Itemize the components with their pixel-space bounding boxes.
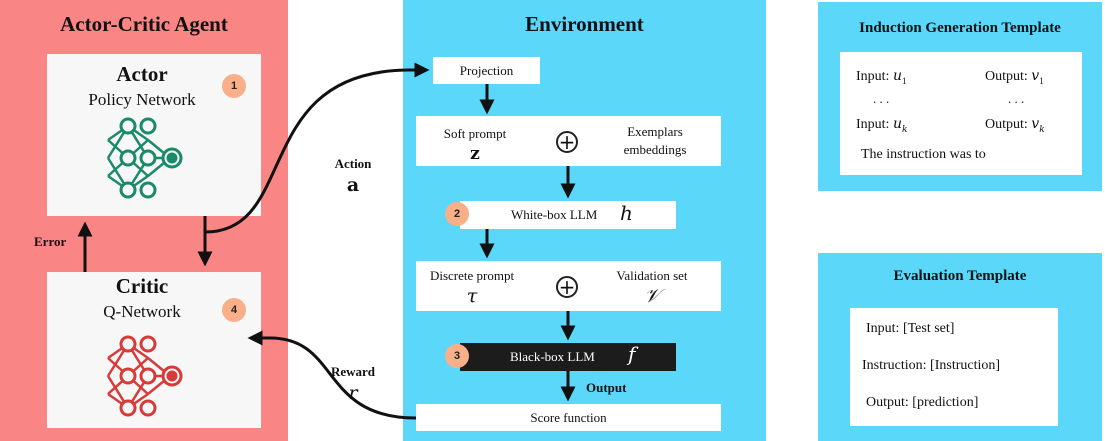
evaluation-line-1: Input: [Test set] [866,321,955,336]
reward-arrow [247,330,417,420]
output-label: Output [586,380,627,395]
validation-symbol: 𝒱 [644,285,660,307]
discrete-prompt-label: Discrete prompt [429,268,515,283]
agent-title: Actor-Critic Agent [60,12,228,36]
induction-dots-right: . . . [1008,91,1025,106]
exemplars-label-1: Exemplars [627,124,683,139]
actor-network-icon [106,117,183,199]
error-label: Error [34,234,67,249]
induction-input-k: Input: uk [856,116,908,135]
induction-template-title: Induction Generation Template [859,20,1061,36]
reward-symbol: r [348,382,358,404]
evaluation-line-3: Output: [prediction] [866,395,979,410]
white-box-llm-symbol: h [620,201,633,225]
discrete-prompt-symbol: τ [466,285,478,307]
validation-label: Validation set [616,268,688,283]
soft-prompt-symbol: z [470,144,480,164]
induction-output-1: Output: v1 [985,68,1044,86]
actor-subtitle: Policy Network [88,90,196,109]
exemplars-label-2: embeddings [623,142,687,157]
critic-subtitle: Q-Network [103,302,181,321]
induction-instruction: The instruction was to [861,147,986,162]
plus-icon-2: + [556,276,578,298]
induction-output-k: Output: vk [985,116,1045,135]
induction-dots-left: . . . [873,91,890,106]
step-badge-2: 2 [445,202,469,226]
white-box-llm-box [460,201,676,229]
step-badge-4: 4 [222,298,246,322]
action-symbol: a [346,174,360,196]
score-function-box: Score function [416,404,721,431]
critic-title: Critic [115,274,169,298]
induction-input-1: Input: u1 [856,68,907,86]
soft-prompt-label: Soft prompt [443,126,507,141]
white-box-llm-label: White-box LLM [511,207,598,222]
action-arrow [203,62,430,234]
black-box-llm-box [460,343,676,371]
actor-title: Actor [116,62,168,86]
action-label: Action [334,156,372,171]
induction-template-box [840,52,1082,175]
reward-label: Reward [330,364,376,379]
black-box-llm-label: Black-box LLM [510,349,595,364]
plus-icon: + [556,131,578,153]
projection-box: Projection [433,57,540,84]
evaluation-line-2: Instruction: [Instruction] [862,358,1001,373]
critic-network-icon [106,335,183,417]
black-box-llm-symbol: f [628,342,636,366]
step-badge-1: 1 [222,74,246,98]
evaluation-template-title: Evaluation Template [893,268,1027,284]
evaluation-template-box [850,308,1058,426]
environment-title: Environment [525,12,644,36]
step-badge-3: 3 [445,344,469,368]
